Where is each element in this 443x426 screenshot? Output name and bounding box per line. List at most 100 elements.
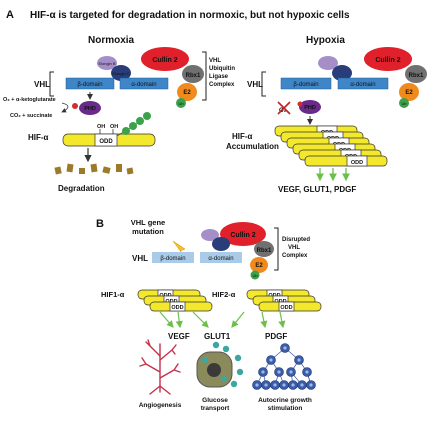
fragment [90,163,98,173]
alpha-domain-label: α-domain [350,82,375,88]
degradation-fragments [54,163,134,175]
odd-box [346,155,368,167]
odd-box [278,301,295,312]
tree-cell-nucleus [283,346,287,350]
o2-absent-cross-icon [277,101,291,115]
fragment [54,166,62,175]
tree-cell-nucleus [297,358,301,362]
elongin-b-label: Elongin B [98,61,115,66]
autocrine-label-line2: stimulation [268,405,303,412]
complex-label-line3: Ligase [209,74,229,80]
rbx1-shape [254,241,274,257]
rbx1-label: Rbx1 [409,73,424,79]
hif2-to-glut1-arrow [231,311,245,328]
normoxia-section: Normoxia Elongin B Cullin 2 Elongin C Rb… [3,35,235,193]
tree-cell-nucleus [289,370,293,374]
hif1-stack: ODDODDODD [137,289,213,312]
e2-shape [177,83,197,101]
alpha-domain-box [200,252,242,263]
accumulation-label-line1: HIF-α [232,132,253,141]
glucose-label-line2: transport [201,405,230,412]
hif-alpha-label: HIF-α [28,133,49,142]
glucose-label-line1: Glucose [202,397,228,404]
ub-chain-1 [122,127,130,135]
ub-label: Ub [401,101,407,106]
targets-label: VEGF, GLUT1, PDGF [278,185,356,194]
odd-domain-box [94,133,118,147]
fragment [79,168,85,174]
hypoxia-section: Hypoxia Cullin 2 Rbx1 β-domain α-domain … [226,35,427,194]
glucose-molecule [234,354,242,362]
red-dot [297,101,303,107]
vegf-label: VEGF [168,332,190,341]
tree-cell-nucleus [300,383,304,387]
cullin-2-shape [141,47,189,71]
hypoxia-heading: Hypoxia [306,35,345,46]
hif-stack: ODDODDODDODDODDODD [274,125,388,167]
complex-label-line2: Ubiquitin [209,66,235,72]
panel-b-section: B VHL gene mutation Cullin 2 Rbx1 VHL β-… [96,218,322,412]
elongin-b-shape [318,56,338,70]
glucose-molecule [221,376,227,382]
odd-label: ODD [99,139,113,145]
phd-label: PHD [84,106,96,112]
hif1-to-glut1-arrow [192,311,209,328]
co2-product-label: CO₂ + succinate [10,113,52,119]
elongin-c-shape [111,65,131,81]
vhl-bracket [49,71,54,97]
tree-cell-nucleus [291,383,295,387]
alpha-domain-label: α-domain [208,256,233,262]
tree-cell-nucleus [264,383,268,387]
hif1-to-vegf-arrow [159,311,174,328]
autocrine-label-line1: Autocrine growth [258,397,312,404]
mutation-label-line1: VHL gene [131,218,165,227]
o2-reactant-label: O₂ + α-ketoglutarate [3,97,56,103]
rbx1-label: Rbx1 [257,248,272,254]
disrupted-label-line1: Disrupted [282,237,310,243]
cullin-2-label: Cullin 2 [230,232,255,239]
complex-bracket [202,51,207,101]
accumulation-label-line2: Accumulation [226,142,279,151]
glucose-molecule [236,368,244,376]
tree-cell-nucleus [269,358,273,362]
o2-absent-label: O₂ [279,108,287,114]
autocrine-cell-tree-icon [252,343,316,390]
e2-label: E2 [255,263,263,269]
vessel-branch [149,385,171,395]
beta-domain-box [152,252,194,263]
beta-domain-label: β-domain [293,82,318,88]
rbx1-shape [405,65,427,83]
elongin-c-shape [212,237,230,251]
alpha-domain-label: α-domain [131,82,156,88]
e2-shape [399,83,419,101]
odd-label: ODD [351,160,363,166]
hif2-to-pdgf-arrow [278,311,286,329]
phd-shape [79,101,101,115]
ub-chain-2 [129,122,137,130]
cullin-2-shape [364,47,412,71]
beta-domain-label: β-domain [77,82,102,88]
hif-bar [304,155,388,167]
normoxia-heading: Normoxia [88,35,135,46]
odd-label: ODD [280,305,292,311]
tree-cell-nucleus [305,370,309,374]
tree-cell-nucleus [273,383,277,387]
beta-domain-box [65,77,115,90]
ub-circle [399,98,409,108]
rbx1-shape [182,65,204,83]
ub-chain-3 [136,117,144,125]
complex-label-line1: VHL [209,58,221,64]
fragment [126,167,134,175]
panel-b-letter: B [96,218,104,230]
vhl-label: VHL [132,254,148,263]
odd-box [169,301,186,312]
tree-cell-nucleus [261,370,265,374]
hif2-stack: ODDODDODD [246,289,322,312]
ub-label: Ub [178,101,184,106]
hif1-label: HIF1-α [101,290,125,299]
cullin-2-label: Cullin 2 [375,57,400,64]
tree-cell-nucleus [255,383,259,387]
alpha-domain-box [119,77,169,90]
